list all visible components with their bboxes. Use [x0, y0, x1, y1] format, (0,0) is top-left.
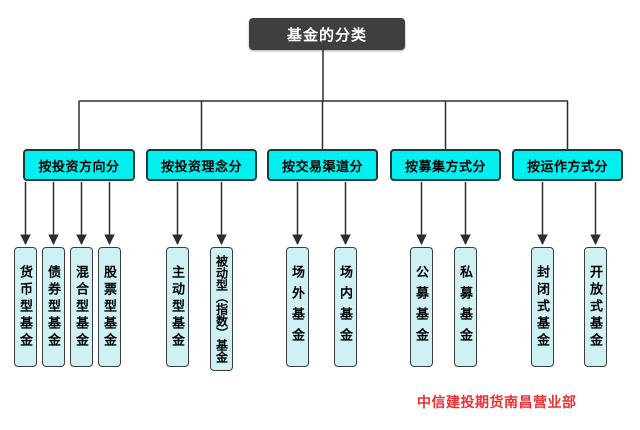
leaf-node-active-fund: 主动型基金: [166, 247, 189, 367]
node-label: 公募基金: [414, 265, 429, 349]
root-node-fund-classification: 基金的分类: [249, 18, 405, 50]
leaf-node-public-offering-fund: 公募基金: [410, 247, 433, 367]
node-label: 被动型（指数）基金: [214, 255, 229, 363]
node-label: 开放式基金: [588, 264, 603, 350]
node-label: 货币型基金: [18, 264, 33, 350]
node-label: 场内基金: [338, 265, 353, 349]
node-label: 私募基金: [458, 265, 473, 349]
category-node-by-fundraising-method: 按募集方式分: [390, 149, 501, 181]
leaf-node-private-offering-fund: 私募基金: [454, 247, 477, 367]
leaf-node-closed-end-fund: 封闭式基金: [531, 247, 554, 367]
leaf-node-hybrid-fund: 混合型基金: [70, 247, 93, 367]
leaf-node-money-market-fund: 货币型基金: [14, 247, 37, 367]
leaf-node-off-exchange-fund: 场外基金: [286, 247, 309, 367]
leaf-node-on-exchange-fund: 场内基金: [334, 247, 357, 367]
leaf-node-open-end-fund: 开放式基金: [584, 247, 607, 367]
category-node-by-investment-direction: 按投资方向分: [23, 149, 135, 181]
node-label: 封闭式基金: [535, 264, 550, 350]
branch-watermark-text: 中信建投期货南昌营业部: [417, 394, 577, 410]
node-label: 混合型基金: [74, 264, 89, 350]
category-node-by-operation-mode: 按运作方式分: [512, 149, 623, 181]
node-label: 股票型基金: [102, 264, 117, 350]
leaf-node-equity-fund: 股票型基金: [98, 247, 121, 367]
leaf-node-bond-fund: 债券型基金: [42, 247, 65, 367]
category-node-by-investment-philosophy: 按投资理念分: [146, 149, 257, 181]
category-node-by-trading-channel: 按交易渠道分: [267, 149, 378, 181]
leaf-node-passive-index-fund: 被动型（指数）基金: [210, 247, 233, 371]
node-label: 主动型基金: [170, 264, 185, 350]
node-label: 债券型基金: [46, 264, 61, 350]
node-label: 场外基金: [290, 265, 305, 349]
